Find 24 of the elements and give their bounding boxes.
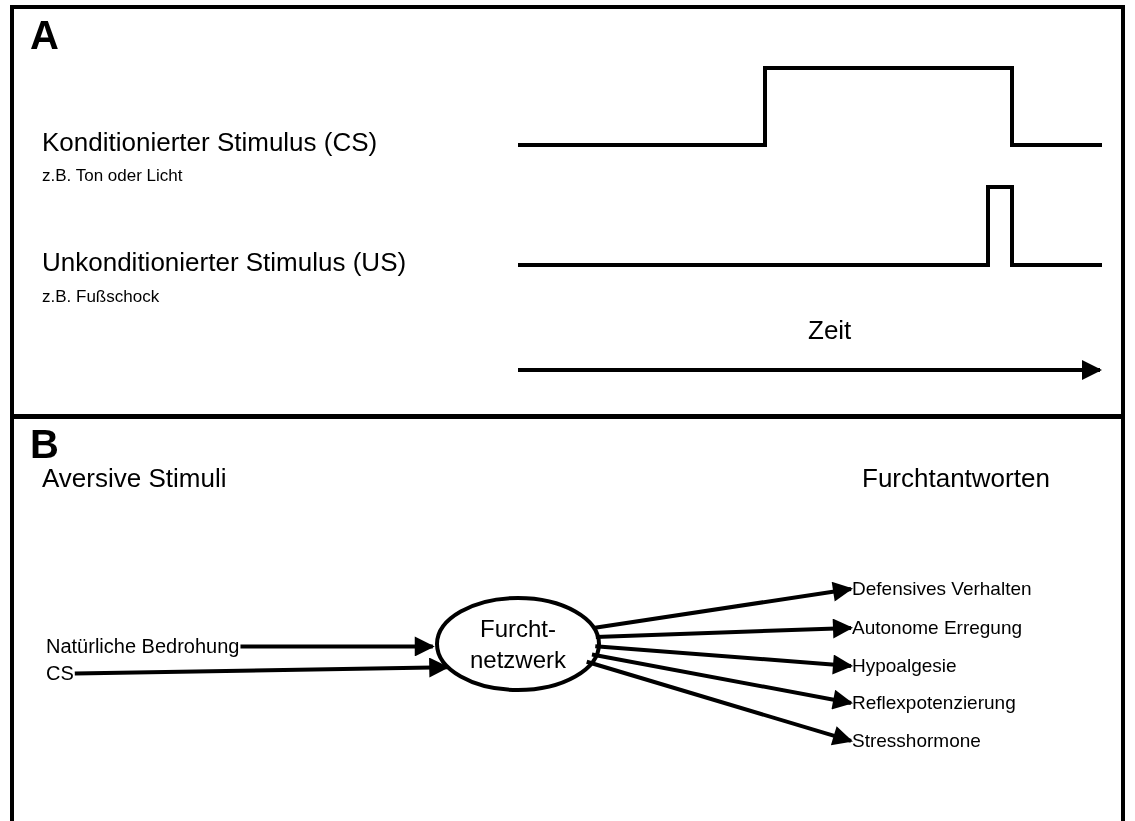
- response-label: Reflexpotenzierung: [852, 692, 1016, 714]
- arrow: [595, 644, 853, 675]
- arrow: [593, 581, 853, 630]
- response-label: Stresshormone: [852, 730, 981, 752]
- panel-frame: [10, 414, 1125, 821]
- node-label: Furcht- netzwerk: [468, 613, 567, 675]
- example-note: z.B. Fußschock: [42, 287, 160, 307]
- stimulus-label: CS: [46, 662, 74, 685]
- stimulus-label: Natürliche Bedrohung: [46, 635, 240, 658]
- arrow: [586, 659, 853, 746]
- axis-label: Zeit: [808, 316, 852, 346]
- column-heading: Aversive Stimuli: [42, 464, 227, 494]
- response-label: Defensives Verhalten: [852, 578, 1032, 600]
- signal-label: Unkonditionierter Stimulus (US): [42, 248, 407, 278]
- response-label: Hypoalgesie: [852, 655, 957, 677]
- column-heading: Furchtantworten: [862, 464, 1050, 494]
- panel-frame: [10, 5, 1125, 419]
- example-note: z.B. Ton oder Licht: [42, 166, 183, 186]
- arrow: [591, 652, 853, 710]
- panel-letter: A: [30, 13, 59, 58]
- arrow: [240, 636, 435, 657]
- response-label: Autonome Erregung: [852, 617, 1023, 639]
- signal-label: Konditionierter Stimulus (CS): [42, 128, 378, 158]
- panel-letter: B: [30, 422, 59, 467]
